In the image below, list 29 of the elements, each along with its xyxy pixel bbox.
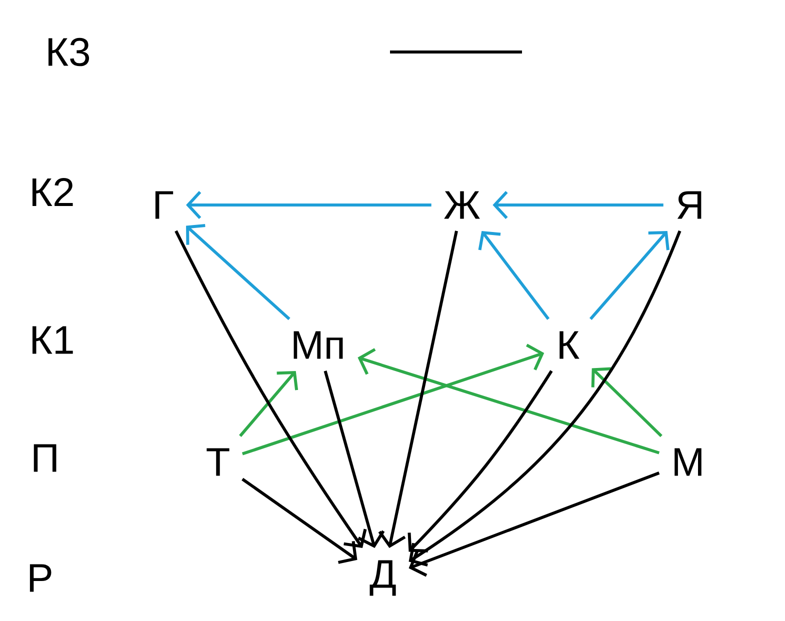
node-letter: Г [155, 191, 174, 219]
node-letter: Я [677, 191, 702, 219]
arrow [242, 344, 544, 456]
row-label: К3 [48, 38, 90, 66]
arrow [408, 370, 553, 552]
node-letter: К [560, 331, 580, 359]
arrow [378, 230, 458, 548]
arrow [242, 478, 358, 564]
node-letter: Т [206, 448, 230, 476]
arrow [589, 230, 670, 320]
row-label: П [34, 444, 56, 472]
arrow [408, 230, 682, 566]
arrow [239, 370, 298, 437]
node-letter: Д [370, 560, 396, 596]
row-label: Р [30, 564, 52, 592]
arrow [186, 190, 432, 219]
arrow [174, 230, 367, 548]
arrow [591, 367, 662, 438]
row-label: К2 [32, 178, 73, 206]
arrow [492, 190, 664, 219]
arrow [186, 224, 290, 320]
arrow [324, 370, 385, 548]
row-label: К1 [32, 326, 73, 354]
arrow [358, 348, 660, 454]
node-letter: М [674, 448, 702, 476]
node-letter: Мп [294, 331, 343, 359]
arrow [478, 230, 550, 320]
node-letter: Ж [444, 191, 480, 219]
arrow [408, 472, 660, 577]
